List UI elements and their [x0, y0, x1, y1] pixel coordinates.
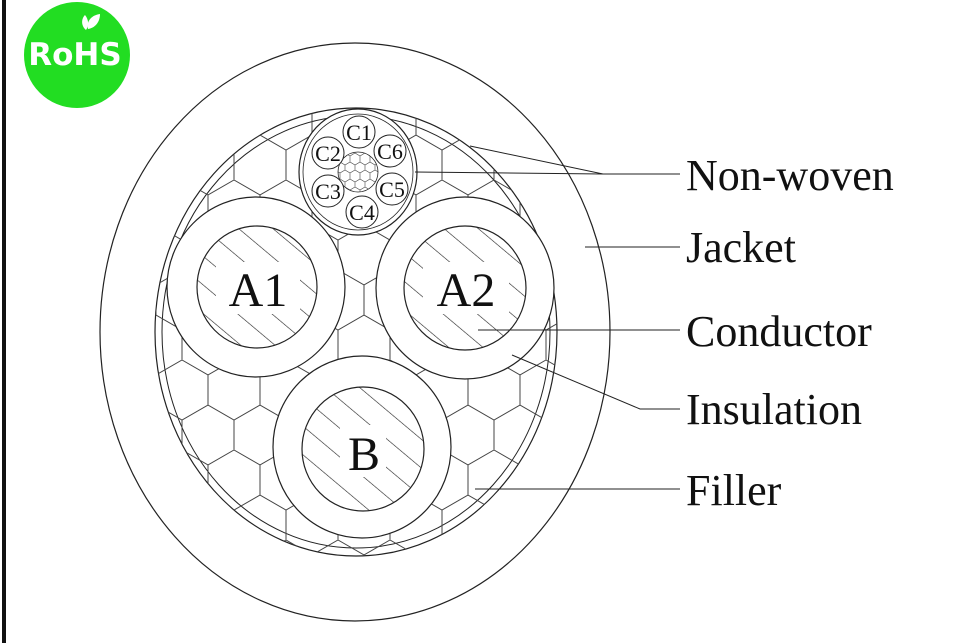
core-a1-label: A1	[229, 264, 288, 317]
core-b: B	[272, 355, 452, 539]
signal-bundle-center-strands	[337, 151, 379, 193]
core-a2-label: A2	[437, 264, 496, 317]
leader-lines	[414, 145, 680, 490]
leader-insulation	[511, 354, 680, 410]
core-a2: A2	[375, 196, 555, 380]
callout-non-woven: Non-woven	[686, 151, 894, 200]
signal-core-c1: C1	[342, 115, 376, 149]
core-b-label: B	[348, 428, 380, 481]
callout-insulation: Insulation	[686, 385, 862, 434]
signal-bundle-wrap	[302, 113, 414, 231]
leaf-icon	[82, 14, 100, 30]
callout-jacket: Jacket	[686, 223, 796, 272]
svg-text:C4: C4	[349, 200, 375, 225]
callout-conductor: Conductor	[686, 307, 872, 356]
signal-core-c5: C5	[375, 172, 409, 206]
signal-core-c6: C6	[373, 134, 407, 168]
svg-text:C2: C2	[315, 141, 341, 166]
svg-text:C1: C1	[346, 120, 372, 145]
signal-core-c3: C3	[311, 174, 345, 208]
signal-core-c4: C4	[345, 195, 379, 229]
callout-filler: Filler	[686, 466, 782, 515]
core-a1: A1	[166, 196, 346, 378]
svg-text:C5: C5	[379, 177, 405, 202]
rohs-badge-text: RoHS	[28, 37, 121, 73]
leader-non-woven-2	[414, 171, 604, 175]
rohs-badge-circle	[24, 2, 130, 108]
signal-bundle: C1 C2 C3 C4 C5 C6	[298, 108, 418, 236]
svg-text:C3: C3	[315, 179, 341, 204]
signal-core-c2: C2	[311, 136, 345, 170]
svg-text:C6: C6	[377, 139, 403, 164]
rohs-badge: RoHS	[24, 2, 130, 108]
